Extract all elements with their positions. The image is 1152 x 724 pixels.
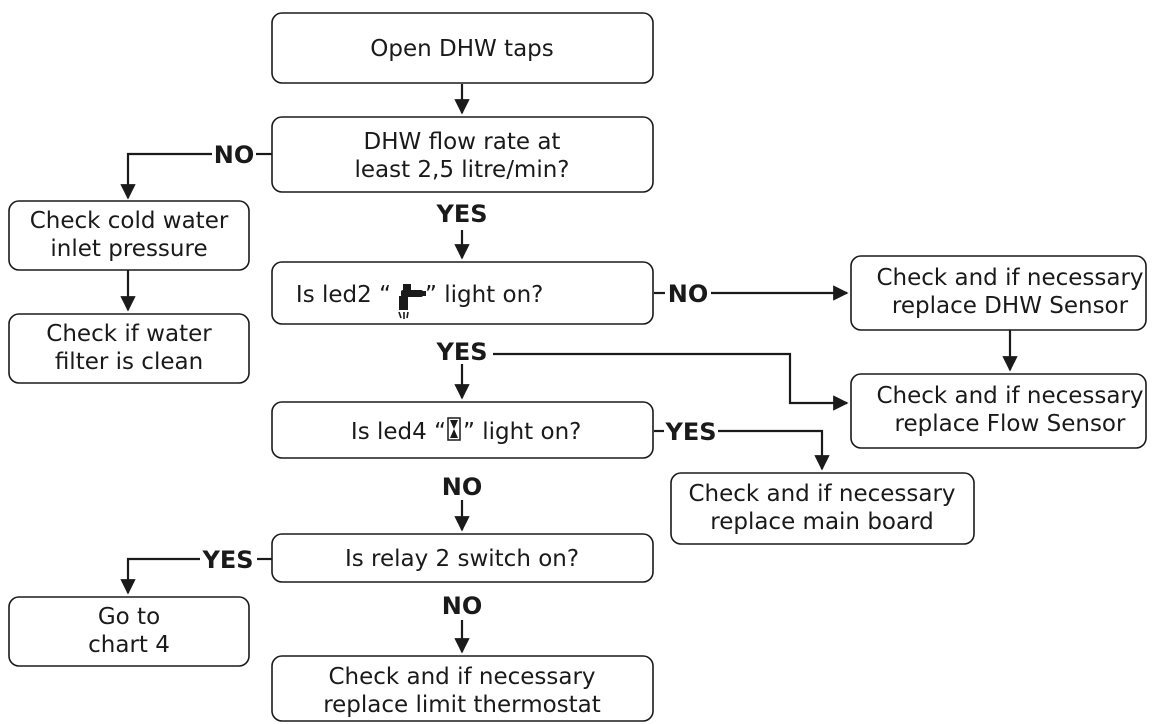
box-check-filter: Check if water filter is clean <box>8 313 250 384</box>
dhw-sensor-line2: replace DHW Sensor <box>892 293 1129 319</box>
check-filter-line2: filter is clean <box>55 349 203 375</box>
flow-rate-line2: least 2,5 litre/min? <box>354 157 569 183</box>
check-cold-line1: Check cold water <box>30 208 229 234</box>
label-relay-no: NO <box>442 592 483 620</box>
box-go-to-chart-4: Go to chart 4 <box>8 596 250 667</box>
box-led2: Is led2 “ ” light on? <box>271 261 654 325</box>
led2-prefix: Is led2 “ <box>296 282 391 308</box>
arrow-led2-yes-flow-sensor <box>493 352 849 411</box>
arrow-relay-yes <box>120 557 200 595</box>
flow-sensor-line1: Check and if necessary <box>876 383 1143 409</box>
main-board-line1: Check and if necessary <box>688 481 955 507</box>
check-cold-line2: inlet pressure <box>50 236 207 262</box>
connectors <box>120 84 1018 654</box>
led4-prefix: Is led4 “ <box>351 419 446 445</box>
label-led4-yes: YES <box>664 418 716 446</box>
chart4-line1: Go to <box>98 604 160 630</box>
box-limit-thermostat: Check and if necessary replace limit the… <box>271 655 654 722</box>
open-taps-label: Open DHW taps <box>370 36 554 62</box>
label-flow-yes: YES <box>435 200 487 228</box>
box-check-cold-water: Check cold water inlet pressure <box>8 200 250 271</box>
led2-suffix: ” light on? <box>425 282 543 308</box>
label-led2-no: NO <box>668 280 709 308</box>
tap-icon <box>398 284 426 319</box>
chart4-line2: chart 4 <box>88 632 170 658</box>
hourglass-icon <box>447 417 461 441</box>
label-flow-no: NO <box>214 141 255 169</box>
box-flow-rate: DHW flow rate at least 2,5 litre/min? <box>271 116 654 193</box>
arrow-flow-no <box>120 152 212 200</box>
label-relay-yes: YES <box>201 546 253 574</box>
box-open-taps: Open DHW taps <box>271 12 654 84</box>
box-relay: Is relay 2 switch on? <box>271 533 654 583</box>
box-main-board: Check and if necessary replace main boar… <box>670 472 975 545</box>
main-board-line2: replace main board <box>710 509 934 535</box>
relay-label: Is relay 2 switch on? <box>345 546 579 572</box>
check-filter-line1: Check if water <box>46 321 212 347</box>
arrow-led4-yes <box>718 429 830 471</box>
box-flow-sensor: Check and if necessary replace Flow Sens… <box>850 373 1147 449</box>
led4-suffix: ” light on? <box>463 419 581 445</box>
dhw-sensor-line1: Check and if necessary <box>876 265 1143 291</box>
label-led4-no: NO <box>442 473 483 501</box>
flow-sensor-line2: replace Flow Sensor <box>895 411 1126 437</box>
box-led4: Is led4 “ ” light on? <box>271 401 654 459</box>
limit-line1: Check and if necessary <box>328 664 595 690</box>
limit-line2: replace limit thermostat <box>323 692 601 718</box>
flow-rate-line1: DHW flow rate at <box>364 129 561 155</box>
box-dhw-sensor: Check and if necessary replace DHW Senso… <box>850 255 1147 331</box>
label-led2-yes: YES <box>435 338 487 366</box>
